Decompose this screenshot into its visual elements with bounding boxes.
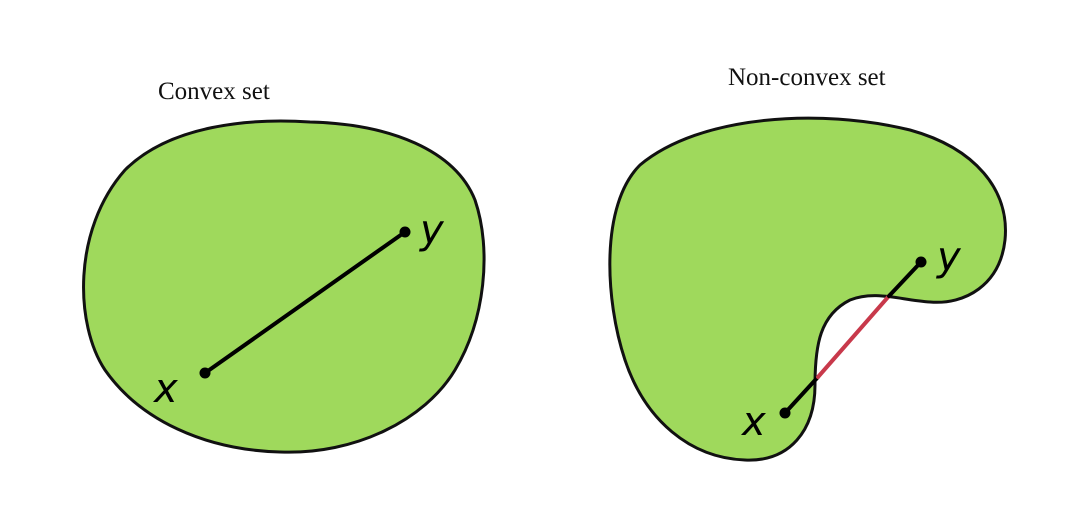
non-convex-segment-inside-lower [783, 375, 820, 415]
non-convex-y-label: y [936, 234, 962, 280]
non-convex-x-label: x [740, 399, 766, 445]
non-convex-segment-outside [816, 294, 891, 379]
convex-x-label: x [152, 366, 178, 412]
convex-shape [82, 119, 486, 454]
non-convex-shape [608, 116, 1007, 462]
convex-panel: x y [82, 119, 486, 454]
convex-segment [203, 230, 407, 375]
non-convex-set-title: Non-convex set [728, 64, 886, 91]
convex-set-title: Convex set [158, 78, 270, 105]
non-convex-point-x [779, 407, 791, 419]
convex-point-x [199, 367, 211, 379]
convex-y-label: y [419, 207, 445, 253]
non-convex-segment-inside-upper [887, 260, 923, 298]
non-convex-panel: x y [608, 116, 1007, 462]
non-convex-point-y [915, 256, 927, 268]
convex-point-y [399, 226, 411, 238]
